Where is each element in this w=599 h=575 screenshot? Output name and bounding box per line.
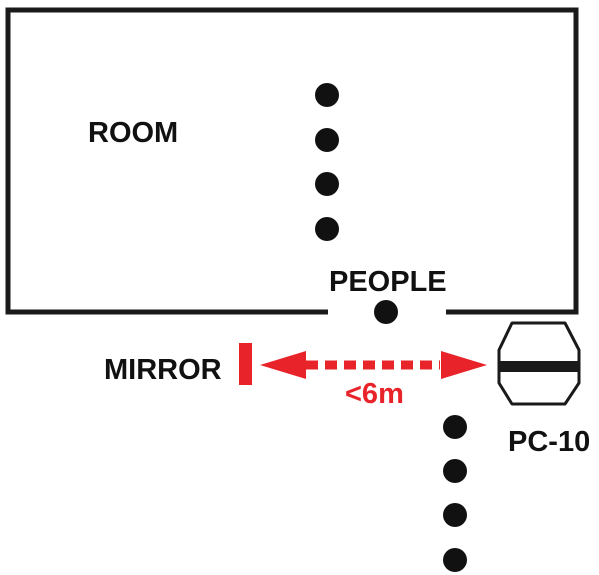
person-dot [315,83,339,107]
mirror-marker [239,343,252,385]
room-label: ROOM [88,117,178,149]
person-dot [315,128,339,152]
device-band [499,361,579,372]
device-label: PC-10 [508,426,590,458]
person-dot [315,172,339,196]
room-outline [5,7,579,315]
arrow-head-left [260,351,306,379]
person-dot [443,459,467,483]
person-dot [315,217,339,241]
person-dot [374,300,398,324]
arrow-head-right [441,351,487,379]
distance-arrow [260,351,487,379]
person-dot [443,503,467,527]
people-label: PEOPLE [329,266,447,298]
person-dot [443,415,467,439]
pc-10-sensor-icon [497,321,581,406]
mirror-label: MIRROR [104,354,222,386]
distance-label: <6m [345,378,404,410]
person-dot [443,548,467,572]
